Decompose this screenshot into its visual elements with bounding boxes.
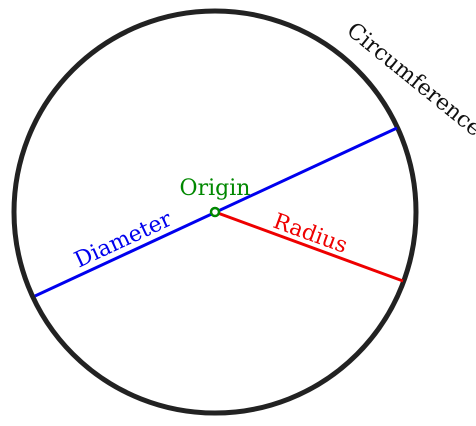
- circle-outline: [11, 8, 419, 416]
- radius-line: [214, 210, 404, 283]
- origin-point: [209, 206, 221, 218]
- diameter-label: Diameter: [71, 207, 176, 274]
- circumference-label: Circumference: [342, 18, 476, 142]
- radius-label: Radius: [270, 209, 351, 259]
- origin-label: Origin: [180, 176, 251, 201]
